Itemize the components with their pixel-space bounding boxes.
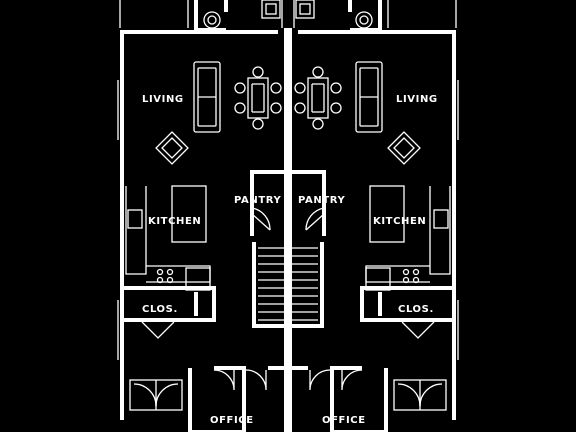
kitchen-counter <box>125 186 211 291</box>
sofa <box>193 61 221 133</box>
party-wall <box>281 0 295 432</box>
room-label-kitchen-right: KITCHEN <box>373 216 426 227</box>
kitchen-island <box>171 185 207 243</box>
office-right <box>288 362 456 432</box>
room-label-pantry-right: PANTRY <box>298 195 345 206</box>
room-label-pantry: PANTRY <box>234 195 281 206</box>
unit-right <box>288 0 459 432</box>
unit-left: LIVING KITCHEN PANTRY <box>117 0 288 432</box>
pantry <box>250 170 284 236</box>
office <box>120 362 288 432</box>
room-label-closet: CLOS. <box>142 304 178 315</box>
kitchen-counter-right <box>365 186 451 291</box>
exterior-walls <box>120 28 278 420</box>
sofa-right <box>355 61 383 133</box>
dining-table-right <box>294 66 342 130</box>
armchair-right <box>387 131 421 165</box>
armchair <box>155 131 189 165</box>
upper-fixtures-right <box>295 0 457 30</box>
staircase-right <box>288 242 324 328</box>
room-label-office: OFFICE <box>210 415 254 426</box>
pantry-right <box>292 170 326 236</box>
closet <box>122 286 216 339</box>
staircase <box>252 242 288 328</box>
room-label-office-right: OFFICE <box>322 415 366 426</box>
room-label-living: LIVING <box>142 94 184 105</box>
kitchen-island-right <box>369 185 405 243</box>
dining-table <box>234 66 282 130</box>
room-label-living-right: LIVING <box>396 94 438 105</box>
exterior-walls-right <box>298 28 456 420</box>
room-label-closet-right: CLOS. <box>398 304 434 315</box>
upper-fixtures <box>119 0 281 30</box>
closet-right <box>360 286 454 339</box>
room-label-kitchen: KITCHEN <box>148 216 201 227</box>
